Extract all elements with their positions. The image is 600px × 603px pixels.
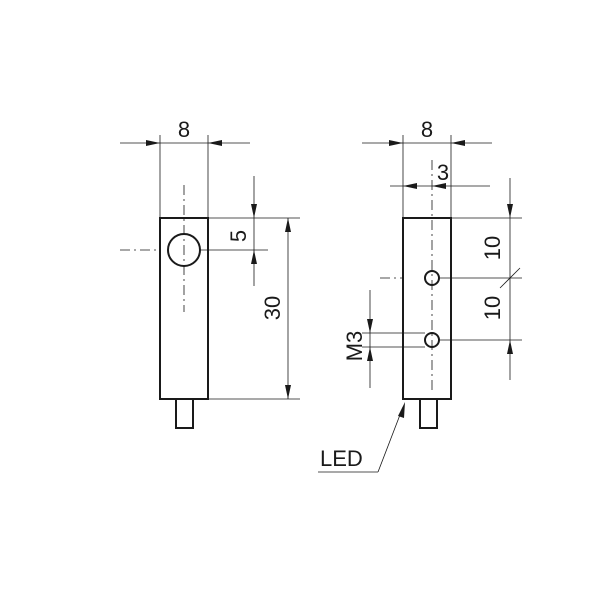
thread-arrow-bottom [367, 347, 373, 361]
right-width-arrow-left [389, 140, 403, 146]
led-label: LED [320, 446, 363, 471]
right-pitch-arrow-top [507, 204, 513, 218]
thread-label: M3 [342, 331, 367, 362]
right-width-arrow-right [451, 140, 465, 146]
right-cable [419, 398, 438, 429]
left-cable [175, 398, 194, 429]
left-width-arrow-left [146, 140, 160, 146]
left-width-arrow-right [208, 140, 222, 146]
left-hole-offset-label: 5 [226, 230, 251, 242]
right-offset-label: 3 [437, 160, 449, 185]
left-length-label: 30 [260, 296, 285, 320]
right-pitch-arrow-bottom [507, 340, 513, 354]
left-width-label: 8 [178, 117, 190, 142]
left-length-arrow-bottom [285, 385, 291, 399]
right-lower-pitch-label: 10 [480, 296, 505, 320]
right-upper-pitch-label: 10 [480, 236, 505, 260]
led-leader-diagonal [377, 406, 404, 473]
right-offset-arrow-left [403, 183, 417, 189]
right-width-label: 8 [421, 117, 433, 142]
left-length-arrow-top [285, 218, 291, 232]
right-offset-arrow-right [432, 183, 446, 189]
right-view: 8 3 10 10 M3 LED [318, 117, 522, 473]
thread-arrow-top [367, 319, 373, 333]
led-leader-arrow [398, 402, 405, 418]
right-pitch-tick [499, 267, 521, 289]
left-view: 8 5 30 [120, 117, 300, 429]
right-sensor-body [402, 217, 452, 400]
left-hole-arrow-top [251, 204, 257, 218]
left-hole-arrow-bottom [251, 250, 257, 264]
